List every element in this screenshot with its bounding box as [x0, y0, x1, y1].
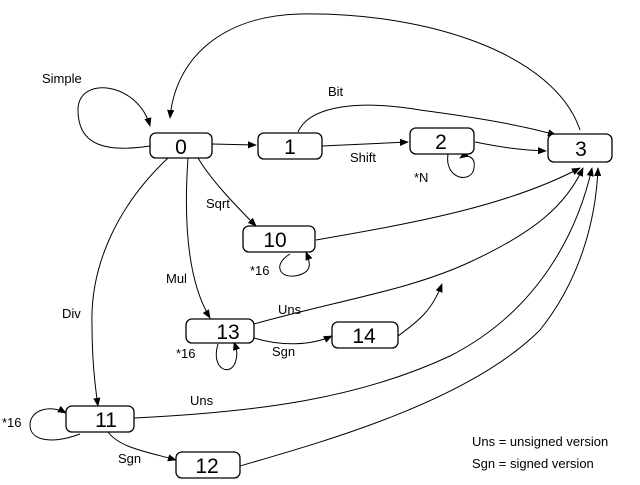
label-loop-n: *N — [414, 170, 428, 185]
node-label-3: 3 — [575, 138, 587, 161]
edge-1-to-2-shift — [321, 138, 409, 147]
label-shift: Shift — [350, 150, 376, 165]
edge-14-to-3 — [397, 283, 443, 337]
label-bit: Bit — [328, 84, 344, 99]
state-node-10: 10 — [242, 225, 316, 253]
label-sgn-13: Sgn — [272, 344, 295, 359]
node-label-12: 12 — [195, 455, 218, 478]
edge-0-to-13-mul — [185, 157, 211, 319]
edge-3-to-0 — [167, 13, 581, 131]
legend-uns: Uns = unsigned version — [472, 434, 608, 449]
label-sgn-11: Sgn — [118, 451, 141, 466]
edge-1-to-3-bit — [297, 104, 557, 137]
label-div: Div — [62, 306, 81, 321]
node-label-13: 13 — [216, 321, 239, 344]
edge-0-self-simple — [77, 87, 152, 149]
state-node-0: 0 — [149, 132, 213, 159]
label-uns-11: Uns — [190, 393, 214, 408]
edge-13-to-14-sgn — [253, 335, 333, 345]
edge-12-to-3 — [239, 167, 602, 467]
nodes: 0 1 2 3 10 13 14 11 — [65, 127, 613, 479]
legend-sgn: Sgn = signed version — [472, 456, 594, 471]
state-node-14: 14 — [331, 321, 399, 349]
edge-13-self-16 — [215, 341, 240, 371]
edge-10-self-16 — [279, 251, 313, 277]
state-node-1: 1 — [257, 132, 323, 160]
node-label-11: 11 — [95, 409, 117, 432]
edge-2-to-3 — [474, 141, 547, 155]
label-simple: Simple — [42, 71, 82, 86]
label-uns-13: Uns — [278, 302, 302, 317]
edge-10-to-3 — [315, 167, 581, 241]
node-label-14: 14 — [352, 325, 376, 348]
edge-0-to-1 — [211, 141, 257, 149]
state-node-13: 13 — [185, 318, 255, 344]
label-mul: Mul — [166, 271, 187, 286]
edge-0-to-10-sqrt — [197, 157, 257, 227]
state-node-2: 2 — [409, 127, 475, 155]
label-loop16-13: *16 — [176, 346, 196, 361]
edges — [29, 13, 602, 467]
state-node-12: 12 — [175, 451, 241, 479]
label-loop16-11: *16 — [2, 415, 22, 430]
edge-11-to-3-uns — [133, 167, 594, 419]
node-label-10: 10 — [263, 229, 286, 252]
node-label-0: 0 — [175, 136, 187, 159]
edge-11-to-12-sgn — [107, 431, 177, 462]
edge-2-self-n — [447, 150, 475, 178]
edge-0-to-11-div — [91, 157, 169, 407]
node-label-2: 2 — [435, 131, 447, 154]
state-node-11: 11 — [65, 405, 135, 433]
edge-11-self-16 — [29, 405, 81, 441]
edge-labels: Simple Bit Shift *N Sqrt *16 Mul Uns Sgn… — [2, 71, 428, 466]
label-loop16-10: *16 — [250, 263, 270, 278]
state-node-3: 3 — [547, 133, 613, 163]
node-label-1: 1 — [284, 136, 296, 159]
legend: Uns = unsigned version Sgn = signed vers… — [472, 434, 608, 471]
edge-13-to-3-uns — [253, 167, 584, 325]
label-sqrt: Sqrt — [206, 196, 230, 211]
